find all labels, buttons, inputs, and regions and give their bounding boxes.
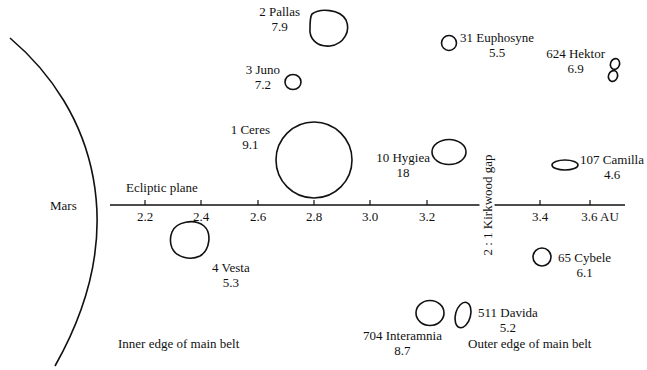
asteroid-size: 5.5: [489, 45, 505, 60]
region-note: Inner edge of main belt: [118, 336, 239, 351]
axis-tick-label: 2.2: [137, 209, 153, 224]
asteroid-label: 10 Hygiea18: [376, 150, 430, 180]
axis-tick-label: 2.4: [193, 209, 209, 224]
axis-tick-label: 2.8: [306, 209, 322, 224]
axis-tick-label: 2.6: [250, 209, 266, 224]
asteroid-size: 7.9: [271, 19, 287, 34]
axis-tick-label: 3.0: [362, 209, 378, 224]
asteroid-size: 5.3: [223, 275, 239, 290]
asteroid-label: 4 Vesta5.3: [212, 260, 250, 290]
axis-tick-label: 3.6 AU: [581, 209, 619, 224]
asteroid-size: 6.9: [567, 61, 583, 76]
asteroid-juno: [285, 75, 301, 90]
asteroid-name: 4 Vesta: [212, 260, 250, 275]
asteroid-interamnia: [416, 301, 444, 326]
asteroid-label: 31 Euphosyne5.5: [460, 30, 534, 60]
asteroid-label: 1 Ceres9.1: [231, 122, 270, 152]
asteroid-davida: [452, 301, 473, 330]
planet-label: Mars: [50, 198, 77, 213]
asteroid-size: 7.2: [255, 77, 271, 92]
asteroid-label: 2 Pallas7.9: [259, 4, 300, 34]
asteroid-size: 9.1: [242, 137, 258, 152]
axis-title: Ecliptic plane: [126, 180, 198, 195]
region-note: Outer edge of main belt: [468, 336, 591, 351]
asteroid-hektor: [607, 57, 621, 82]
axis-tick-label: 2.4: [193, 209, 209, 224]
axis-tick-label: 3.4: [532, 209, 548, 224]
axis-tick-label: 3.6 AU: [581, 209, 619, 224]
gap-label: 2 : 1 Kirkwood gap: [480, 154, 495, 255]
asteroid-size: 4.6: [604, 167, 620, 182]
asteroid-label: 3 Juno7.2: [246, 62, 280, 92]
ecliptic-axis: [110, 204, 625, 205]
asteroid-name: 10 Hygiea: [376, 150, 430, 165]
asteroid-name: 704 Interamnia: [363, 328, 442, 343]
asteroid-label: 65 Cybele6.1: [558, 250, 611, 280]
asteroid-size: 6.1: [576, 265, 592, 280]
asteroid-name: 624 Hektor: [546, 46, 605, 61]
planet-label: Mars: [50, 198, 77, 213]
mars-limb: [10, 38, 97, 366]
asteroid-label: 704 Interamnia8.7: [363, 328, 442, 358]
asteroid-name: 107 Camilla: [580, 152, 644, 167]
asteroid-ceres: [276, 122, 352, 198]
asteroid-hygiea: [432, 140, 466, 165]
gap-label: 2 : 1 Kirkwood gap: [480, 151, 495, 258]
axis-tick-label: 2.8: [306, 209, 322, 224]
asteroid-name: 31 Euphosyne: [460, 30, 534, 45]
asteroid-name: 2 Pallas: [259, 4, 300, 19]
axis-tick-label: 2.2: [137, 209, 153, 224]
region-note: Outer edge of main belt: [468, 336, 591, 351]
asteroid-label: 511 Davida5.2: [478, 305, 538, 335]
asteroid-label: 624 Hektor6.9: [546, 46, 605, 76]
asteroid-name: 511 Davida: [478, 305, 538, 320]
asteroid-pallas: [310, 10, 348, 46]
asteroid-label: 107 Camilla4.6: [580, 152, 644, 182]
asteroid-cybele: [533, 248, 551, 266]
axis-tick-label: 3.0: [362, 209, 378, 224]
asteroid-size: 5.2: [500, 320, 516, 335]
asteroid-name: 1 Ceres: [231, 122, 270, 137]
asteroid-size: 8.7: [394, 343, 410, 358]
asteroid-camilla: [552, 160, 578, 170]
axis-title: Ecliptic plane: [126, 180, 198, 195]
asteroid-vesta: [171, 222, 209, 258]
asteroid-name: 3 Juno: [246, 62, 280, 77]
asteroid-euphosyne: [442, 36, 457, 51]
region-note: Inner edge of main belt: [118, 336, 239, 351]
axis-tick-label: 2.6: [250, 209, 266, 224]
axis-tick-label: 3.2: [419, 209, 435, 224]
asteroid-size: 18: [397, 165, 410, 180]
axis-tick-label: 3.4: [532, 209, 548, 224]
asteroid-name: 65 Cybele: [558, 250, 611, 265]
axis-ticks: [145, 200, 590, 205]
axis-tick-label: 3.2: [419, 209, 435, 224]
